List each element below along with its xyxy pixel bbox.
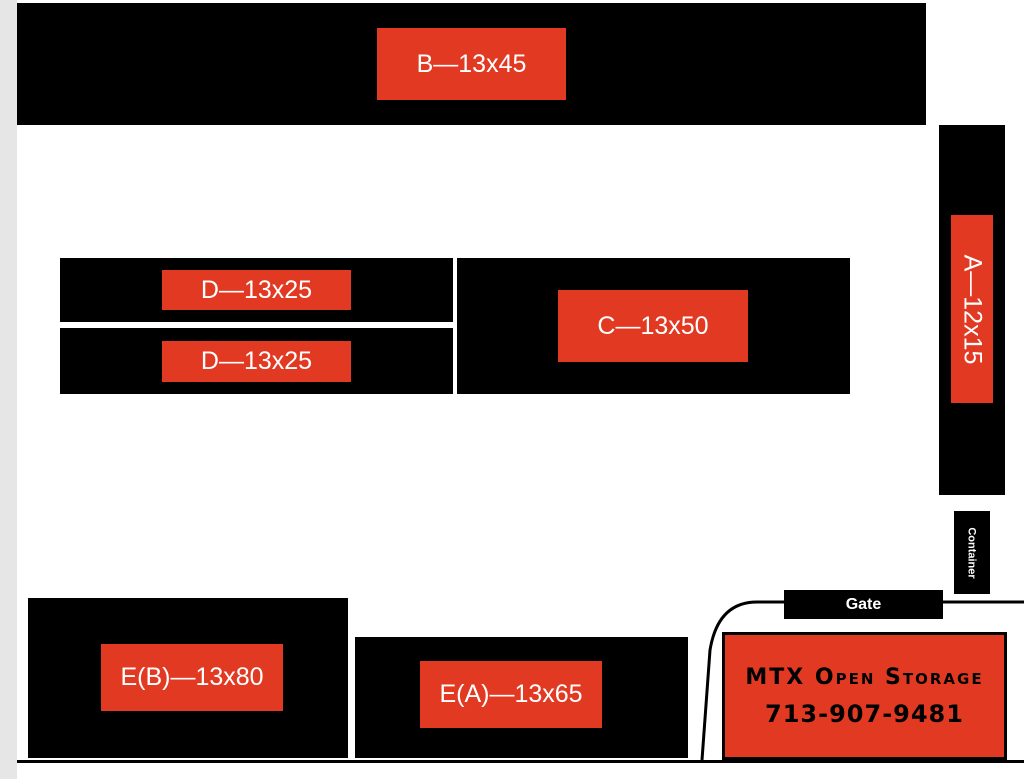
lot-d-top-label: D—13x25 [162, 270, 351, 310]
office-phone: 713-907-9481 [765, 699, 964, 728]
lot-ea-label: E(A)—13x65 [420, 661, 602, 728]
office-name: MTX Open Storage [745, 664, 984, 690]
lot-b-label: B—13x45 [377, 28, 566, 100]
lot-a-label: A—12x15 [951, 215, 993, 403]
ground-line [17, 760, 1024, 763]
lot-eb-label: E(B)—13x80 [101, 644, 283, 711]
office-sign: MTX Open Storage 713-907-9481 [722, 632, 1007, 760]
lot-c-label: C—13x50 [558, 290, 748, 362]
lot-d-bottom-label: D—13x25 [162, 341, 351, 382]
gate: Gate [784, 590, 943, 619]
container: Container [954, 511, 990, 594]
